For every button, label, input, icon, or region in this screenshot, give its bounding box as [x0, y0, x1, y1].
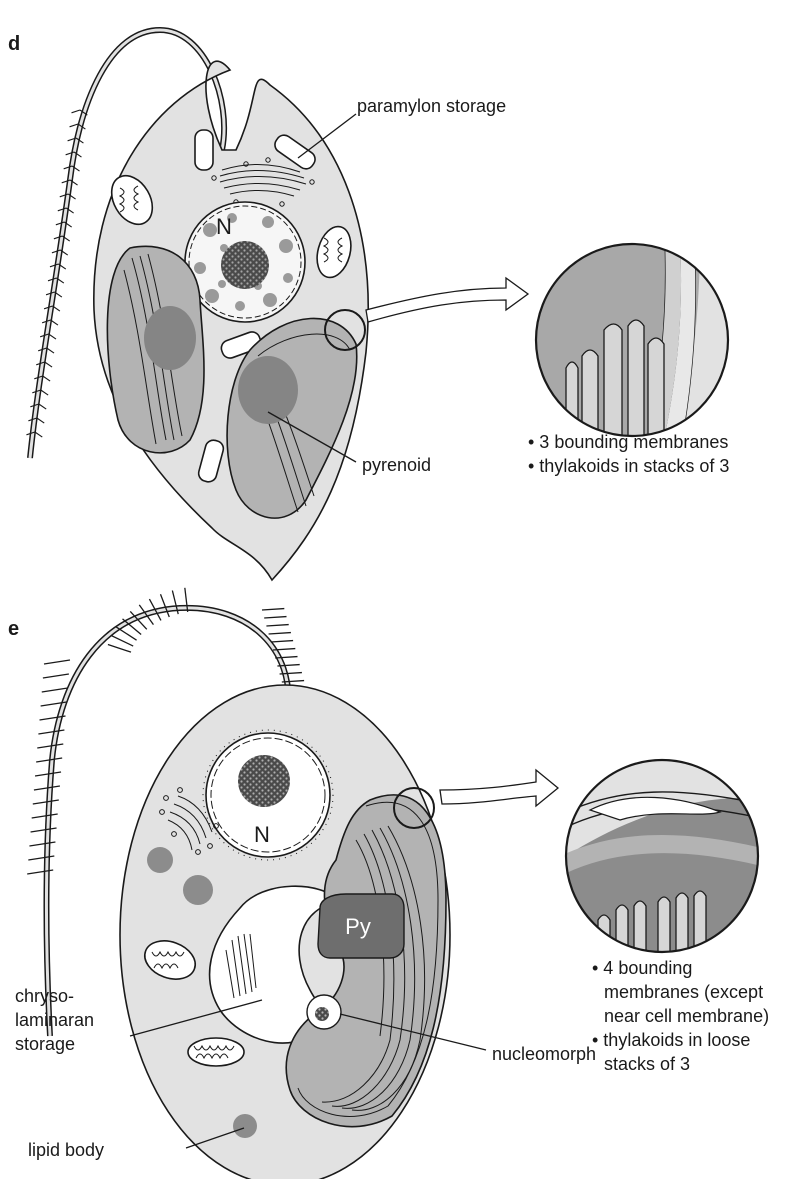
flagellar-hair — [28, 856, 54, 860]
bullet-e-2: membranes (except — [604, 982, 763, 1002]
zoom-inset-e — [560, 756, 770, 956]
bullet-e-3: near cell membrane) — [604, 1006, 769, 1026]
flagellar-hair — [35, 432, 42, 437]
flagellar-hair — [39, 404, 46, 409]
flagellar-hair — [72, 110, 80, 113]
nucleus-d-label: N — [216, 214, 232, 239]
zoom-arrow-d — [366, 278, 528, 322]
bullet-d-1: • 3 bounding membranes — [528, 432, 728, 452]
label-chryso-2: laminaran — [15, 1010, 94, 1030]
flagellar-hair — [161, 594, 170, 617]
flagellar-hair — [37, 418, 44, 423]
panel-e: e N — [8, 588, 770, 1179]
flagellar-hair — [49, 334, 56, 339]
label-pyrenoid: pyrenoid — [362, 455, 431, 475]
bullet-e-4: • thylakoids in loose — [592, 1030, 750, 1050]
flagellar-hair — [44, 660, 70, 664]
flagellar-hair — [111, 636, 133, 647]
flagellar-hair — [41, 390, 48, 395]
label-paramylon-storage: paramylon storage — [357, 96, 506, 116]
mitochondrion-e-2 — [188, 1038, 244, 1066]
flagellar-hair — [108, 644, 131, 652]
pyrenoid-e-label: Py — [345, 914, 371, 939]
label-chryso-1: chryso- — [15, 986, 74, 1006]
label-chryso-3: storage — [15, 1034, 75, 1054]
flagellar-hair — [43, 674, 69, 678]
flagellar-hair — [32, 814, 58, 818]
flagellar-hair — [37, 744, 63, 748]
flagellar-hair — [29, 842, 55, 846]
bullet-d-2: • thylakoids in stacks of 3 — [528, 456, 729, 476]
bullet-e-5: stacks of 3 — [604, 1054, 690, 1074]
flagellar-hair — [42, 688, 68, 692]
flagellar-hair — [38, 730, 64, 734]
panel-e-letter: e — [8, 618, 19, 640]
bullet-e-1: • 4 bounding — [592, 958, 692, 978]
flagellar-hair — [262, 609, 284, 610]
flagellar-hair — [33, 800, 59, 804]
flagellar-hair — [266, 625, 288, 626]
flagellar-hair — [264, 617, 286, 618]
label-nucleomorph: nucleomorph — [492, 1044, 596, 1064]
zoom-arrow-e — [440, 770, 558, 806]
panel-d-letter: d — [8, 33, 20, 55]
flagellar-hair — [47, 348, 54, 353]
flagellar-hair — [45, 362, 52, 367]
chloroplast-d-left — [107, 246, 204, 452]
flagellar-hair — [271, 641, 293, 642]
nucleus-e-label: N — [254, 822, 270, 847]
flagellar-hair — [269, 633, 291, 634]
flagellar-hair — [43, 376, 50, 381]
flagellar-hair — [31, 828, 57, 832]
flagellar-hair — [70, 124, 78, 127]
label-lipid-body: lipid body — [28, 1140, 104, 1160]
nucleus-d: N — [185, 202, 305, 322]
panel-d: d — [8, 30, 740, 580]
zoom-inset-d — [530, 240, 740, 440]
